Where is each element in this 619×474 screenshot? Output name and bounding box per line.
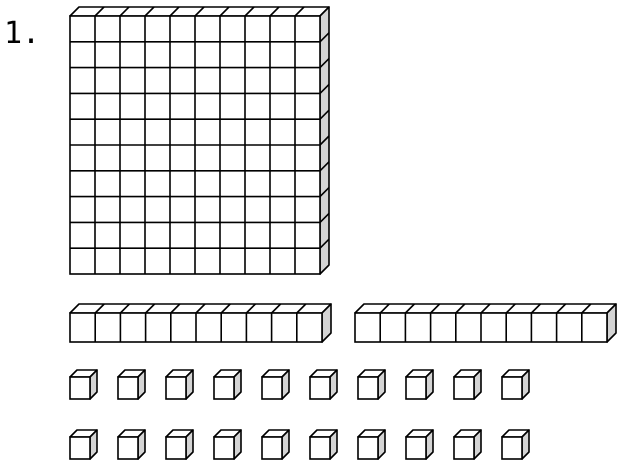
unit-cube-front-face — [262, 437, 282, 459]
unit-cube-front-face — [454, 437, 474, 459]
unit-cube — [214, 370, 241, 399]
unit-cube-front-face — [454, 377, 474, 399]
unit-cube — [310, 370, 337, 399]
unit-cube-front-face — [310, 437, 330, 459]
unit-cube — [70, 370, 97, 399]
unit-cube-front-face — [70, 377, 90, 399]
unit-cube-front-face — [406, 437, 426, 459]
unit-cube — [262, 430, 289, 459]
one-units — [70, 370, 529, 459]
unit-cube — [166, 370, 193, 399]
unit-cube — [262, 370, 289, 399]
ten-rods — [70, 304, 616, 342]
unit-cube — [502, 430, 529, 459]
unit-cube-front-face — [310, 377, 330, 399]
unit-cube — [454, 370, 481, 399]
unit-cube — [358, 430, 385, 459]
unit-cube-front-face — [166, 437, 186, 459]
unit-cube-front-face — [358, 377, 378, 399]
unit-cube — [214, 430, 241, 459]
unit-cube — [118, 430, 145, 459]
unit-cube — [454, 430, 481, 459]
hundred-flat — [70, 7, 329, 274]
unit-cube — [406, 370, 433, 399]
unit-cube — [118, 370, 145, 399]
unit-cube — [502, 370, 529, 399]
unit-cube-front-face — [406, 377, 426, 399]
unit-cube-front-face — [70, 437, 90, 459]
unit-cube-front-face — [118, 377, 138, 399]
unit-cube — [166, 430, 193, 459]
unit-cube — [70, 430, 97, 459]
unit-cube-front-face — [118, 437, 138, 459]
unit-cube-front-face — [502, 437, 522, 459]
unit-cube — [358, 370, 385, 399]
ten-rod — [355, 304, 616, 342]
ten-rod — [70, 304, 331, 342]
unit-cube-front-face — [262, 377, 282, 399]
unit-cube — [406, 430, 433, 459]
unit-cube-front-face — [214, 437, 234, 459]
unit-cube — [310, 430, 337, 459]
unit-cube-front-face — [166, 377, 186, 399]
unit-cube-front-face — [214, 377, 234, 399]
unit-cube-front-face — [358, 437, 378, 459]
unit-cube-front-face — [502, 377, 522, 399]
